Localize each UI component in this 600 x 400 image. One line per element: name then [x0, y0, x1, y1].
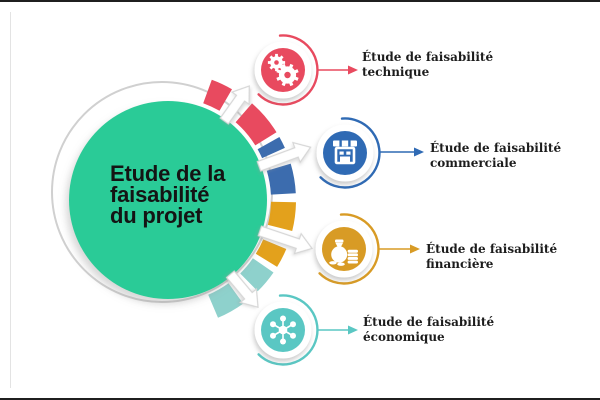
ring-segment-commerciale-2 — [266, 163, 296, 195]
ring-segment-financiere-1 — [267, 201, 296, 231]
label-commerciale-line2: commerciale — [430, 156, 517, 170]
label-connector-economique — [318, 325, 358, 335]
label-technique: Étude de faisabilité technique — [362, 50, 493, 80]
label-financiere-line2: financière — [426, 257, 494, 271]
node-technique — [254, 34, 319, 106]
top-border-line — [0, 0, 600, 2]
node-arc — [318, 213, 380, 285]
label-financiere-line1: Étude de faisabilité — [426, 242, 558, 256]
ring-segment-economique-1 — [240, 258, 274, 292]
label-connector-commerciale — [380, 147, 424, 157]
ring-segment-economique-2 — [208, 283, 244, 318]
left-border-line — [10, 12, 11, 388]
label-financiere: Étude de faisabilité financière — [426, 242, 557, 272]
storefront-icon — [333, 140, 357, 165]
bottom-border-line — [0, 398, 600, 400]
label-economique: Étude de faisabilité économique — [363, 315, 494, 345]
central-topic-line3: du projet — [110, 203, 203, 228]
central-topic-line1: Etude de la — [110, 161, 226, 186]
ring-segment-financiere-2 — [255, 239, 287, 267]
flow-arrow-technique — [219, 85, 250, 125]
node-arc — [257, 34, 319, 106]
ring-segment-technique-1 — [203, 79, 232, 111]
label-commerciale-line1: Étude de faisabilité — [430, 141, 562, 155]
central-topic-line2: faisabilité — [110, 182, 210, 207]
money-bag-icon — [329, 239, 358, 266]
central-circle — [69, 101, 267, 299]
label-connector-technique — [318, 65, 358, 75]
node-circle — [323, 131, 367, 175]
label-commerciale: Étude de faisabilité commerciale — [430, 141, 561, 171]
label-economique-line2: économique — [363, 330, 445, 344]
gears-icon — [267, 53, 299, 87]
central-topic: Etude de la faisabilité du projet — [110, 161, 226, 228]
label-connector-financiere — [379, 244, 420, 254]
node-financiere — [315, 213, 380, 285]
ring-segment-technique-2 — [235, 103, 277, 146]
node-arc — [319, 117, 381, 189]
ring-segment-commerciale-1 — [257, 137, 285, 159]
label-technique-line2: technique — [362, 65, 430, 79]
network-icon — [270, 315, 296, 345]
flow-arrow-economique — [225, 270, 259, 309]
node-arc — [257, 294, 319, 366]
flow-arrow-financiere — [257, 225, 314, 255]
flow-arrow-commerciale — [256, 141, 312, 172]
label-economique-line1: Étude de faisabilité — [363, 315, 495, 329]
node-commerciale — [316, 117, 381, 189]
label-technique-line1: Étude de faisabilité — [362, 50, 494, 64]
node-economique — [254, 294, 319, 366]
